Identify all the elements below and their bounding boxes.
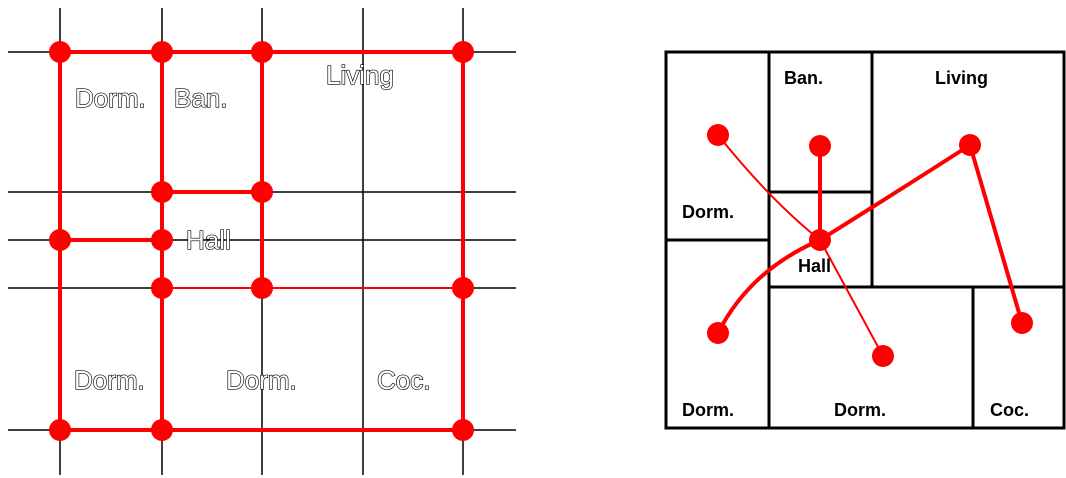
node — [251, 41, 273, 63]
room-label-dorm: Dorm. — [682, 400, 734, 420]
node — [49, 41, 71, 63]
edge-hall-dorm-mid — [819, 239, 884, 357]
room-label-dorm: Dorm. — [226, 365, 297, 395]
room-label-living: Living — [326, 60, 394, 90]
node — [452, 277, 474, 299]
room-label-hall: Hall — [798, 256, 831, 276]
right-floorplan-diagram: Ban. Living Dorm. Hall Dorm. Dorm. Coc. — [664, 50, 1066, 430]
node — [151, 181, 173, 203]
node — [452, 419, 474, 441]
node — [49, 229, 71, 251]
node — [452, 41, 474, 63]
right-adjacency-edges — [716, 134, 1024, 357]
node — [151, 277, 173, 299]
node-dorm — [707, 124, 729, 146]
room-label-ban: Ban. — [784, 68, 823, 88]
right-room-labels: Ban. Living Dorm. Hall Dorm. Dorm. Coc. — [682, 68, 1029, 420]
node-ban — [809, 135, 831, 157]
room-label-living: Living — [935, 68, 988, 88]
left-grid-diagram: Dorm. Ban. Living Hall Dorm. Dorm. Coc. — [8, 8, 516, 475]
left-room-labels: Dorm. Ban. Living Hall Dorm. Dorm. Coc. — [73, 59, 431, 395]
edge-hall-dorm-lower — [716, 238, 821, 334]
room-label-hall: Hall — [186, 225, 231, 255]
left-nodes — [49, 41, 474, 441]
edge-hall-living — [818, 143, 972, 242]
node-hall — [809, 229, 831, 251]
right-walls — [664, 50, 1066, 430]
node — [49, 419, 71, 441]
node — [251, 181, 273, 203]
node — [151, 419, 173, 441]
node — [251, 277, 273, 299]
edge-living-coc — [968, 144, 1024, 324]
room-label-dorm: Dorm. — [834, 400, 886, 420]
right-nodes — [707, 124, 1033, 367]
room-label-dorm: Dorm. — [74, 365, 145, 395]
room-label-dorm: Dorm. — [682, 202, 734, 222]
node-dorm — [872, 345, 894, 367]
node-coc — [1011, 312, 1033, 334]
node-dorm — [707, 322, 729, 344]
room-label-dorm: Dorm. — [75, 83, 146, 113]
room-label-ban: Ban. — [174, 83, 228, 113]
node — [151, 41, 173, 63]
room-label-coc: Coc. — [377, 365, 430, 395]
node-living — [959, 134, 981, 156]
edge-hall-dorm — [717, 134, 821, 241]
room-label-coc: Coc. — [990, 400, 1029, 420]
node — [151, 229, 173, 251]
